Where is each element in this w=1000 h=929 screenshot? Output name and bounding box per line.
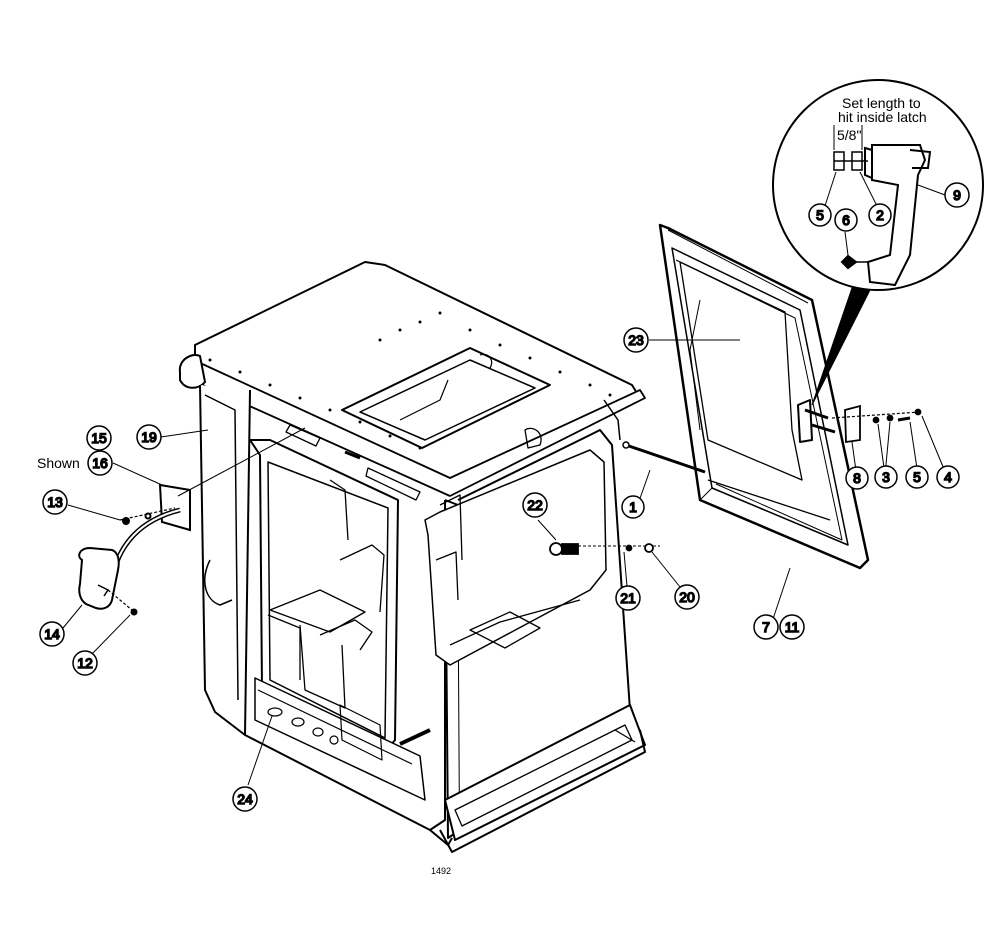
- figure-number: 1492: [431, 866, 451, 876]
- dimension-label: 5/8": [837, 127, 861, 143]
- svg-text:15: 15: [91, 430, 107, 446]
- svg-text:6: 6: [842, 212, 850, 228]
- callout-2: 2: [868, 203, 892, 227]
- svg-text:23: 23: [628, 332, 644, 348]
- svg-text:8: 8: [853, 470, 861, 486]
- svg-text:4: 4: [944, 469, 952, 485]
- callout-14: 14: [39, 621, 65, 647]
- handle-detail-view: [772, 79, 984, 291]
- svg-text:24: 24: [237, 791, 253, 807]
- callout-19: 19: [136, 424, 162, 450]
- callout-23: 23: [623, 327, 649, 353]
- callouts: 23 1 22 21 20 7 11 8 3 5 4 9 5 2 6 19 15…: [39, 182, 970, 812]
- detail-note-line1: Set length to: [842, 95, 921, 111]
- callout-8: 8: [845, 466, 869, 490]
- callout-1: 1: [621, 495, 645, 519]
- svg-text:7: 7: [762, 619, 770, 635]
- callout-9: 9: [944, 182, 970, 208]
- callout-24: 24: [232, 786, 258, 812]
- mirror-assembly: [78, 483, 191, 616]
- callout-22: 22: [522, 492, 548, 518]
- svg-text:12: 12: [77, 655, 93, 671]
- svg-text:21: 21: [620, 590, 636, 606]
- callout-12: 12: [72, 650, 98, 676]
- callout-5: 5: [905, 465, 929, 489]
- callout-20: 20: [674, 584, 700, 610]
- cab-body: [178, 261, 646, 853]
- callout-11: 11: [779, 614, 805, 640]
- svg-text:19: 19: [141, 429, 157, 445]
- svg-text:11: 11: [785, 619, 800, 635]
- callout-16: 16: [87, 450, 113, 476]
- callout-13: 13: [42, 489, 68, 515]
- svg-text:16: 16: [92, 455, 108, 471]
- latch-hardware: [831, 404, 922, 444]
- svg-text:22: 22: [527, 497, 543, 513]
- svg-text:5: 5: [913, 469, 921, 485]
- svg-text:3: 3: [882, 469, 890, 485]
- svg-text:14: 14: [44, 626, 60, 642]
- callout-15: 15: [86, 425, 112, 451]
- door-assembly: [658, 223, 870, 570]
- callout-7: 7: [753, 614, 779, 640]
- svg-text:1: 1: [629, 499, 637, 515]
- shown-label: Shown: [37, 455, 80, 471]
- bolt-set: [549, 542, 660, 556]
- rod-part-1: [622, 441, 706, 474]
- callout-21: 21: [615, 585, 641, 611]
- svg-text:13: 13: [47, 494, 63, 510]
- svg-text:2: 2: [876, 207, 884, 223]
- callout-5-detail: 5: [808, 203, 832, 227]
- callout-6: 6: [834, 208, 858, 232]
- svg-text:20: 20: [679, 589, 695, 605]
- callout-4: 4: [936, 465, 960, 489]
- roof-rivets: [208, 311, 612, 450]
- svg-text:5: 5: [816, 207, 824, 223]
- detail-leader: [811, 287, 871, 406]
- detail-note-line2: hit inside latch: [838, 109, 927, 125]
- callout-3: 3: [874, 465, 898, 489]
- svg-text:9: 9: [953, 187, 961, 203]
- panel-holes: [267, 704, 383, 761]
